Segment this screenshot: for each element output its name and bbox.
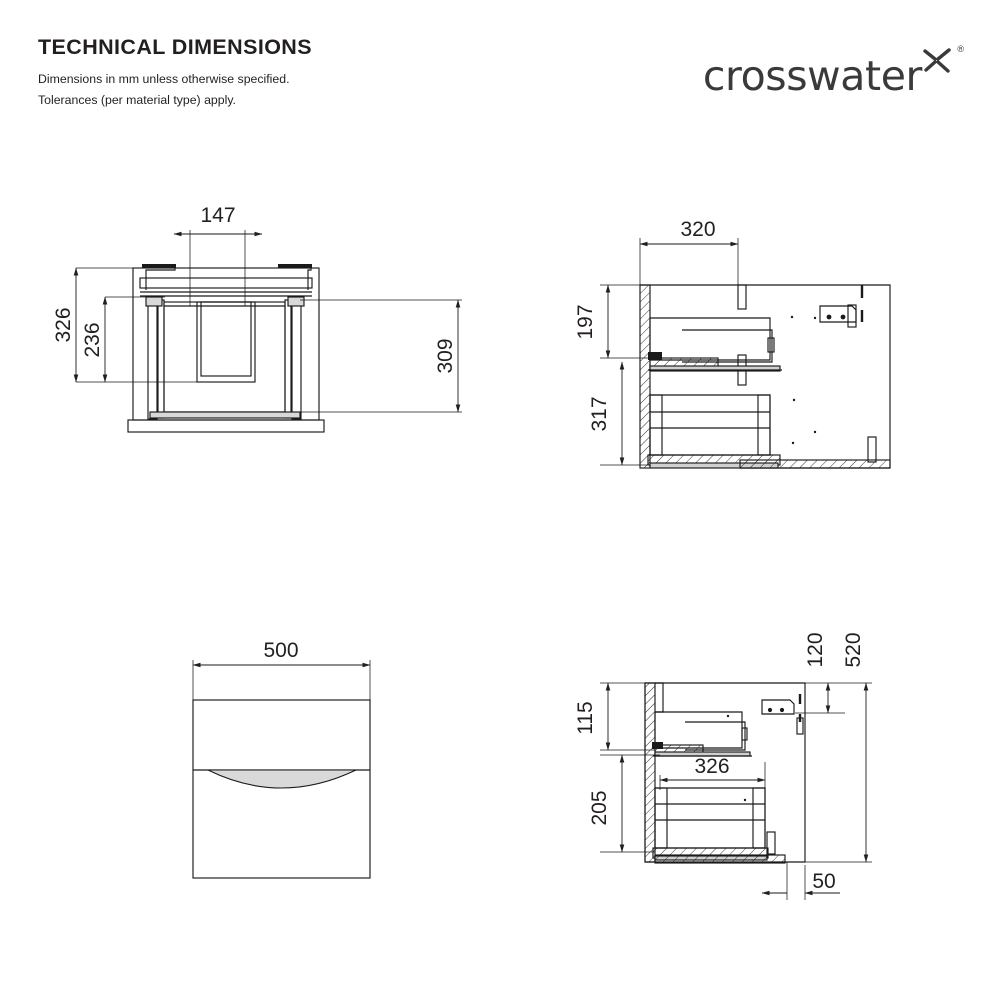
note-tolerances: Tolerances (per material type) apply. xyxy=(38,92,236,107)
dim-label-309: 309 xyxy=(434,338,457,373)
dim-label-205: 205 xyxy=(588,790,611,825)
brand-logo: crosswater ® xyxy=(670,30,970,100)
dim-label-50: 50 xyxy=(812,870,835,893)
dim-label-317: 317 xyxy=(588,396,611,431)
header-block: TECHNICAL DIMENSIONS Dimensions in mm un… xyxy=(38,35,538,111)
dim-label-500: 500 xyxy=(263,639,298,662)
view-side-section-open xyxy=(600,238,891,469)
note-units: Dimensions in mm unless otherwise specif… xyxy=(38,71,290,86)
dim-label-115: 115 xyxy=(574,701,597,734)
view-front-elevation xyxy=(192,660,371,879)
view-side-section-detail xyxy=(600,682,872,900)
dim-label-326: 326 xyxy=(52,307,75,342)
x-mark-icon xyxy=(923,48,951,73)
view-front-section xyxy=(73,230,462,433)
brand-wordmark: crosswater xyxy=(702,52,923,100)
registered-mark: ® xyxy=(957,44,964,54)
dim-label-197: 197 xyxy=(574,304,597,339)
dim-label-147: 147 xyxy=(200,204,235,227)
dim-label-326-detail: 326 xyxy=(694,755,729,778)
dim-label-120: 120 xyxy=(804,632,827,667)
dim-label-520: 520 xyxy=(842,632,865,667)
page-title: TECHNICAL DIMENSIONS xyxy=(38,35,312,59)
dim-label-320: 320 xyxy=(680,218,715,241)
dimension-labels: 147 326 236 309 320 197 317 500 120 520 … xyxy=(52,204,865,893)
dim-label-236: 236 xyxy=(81,322,104,357)
